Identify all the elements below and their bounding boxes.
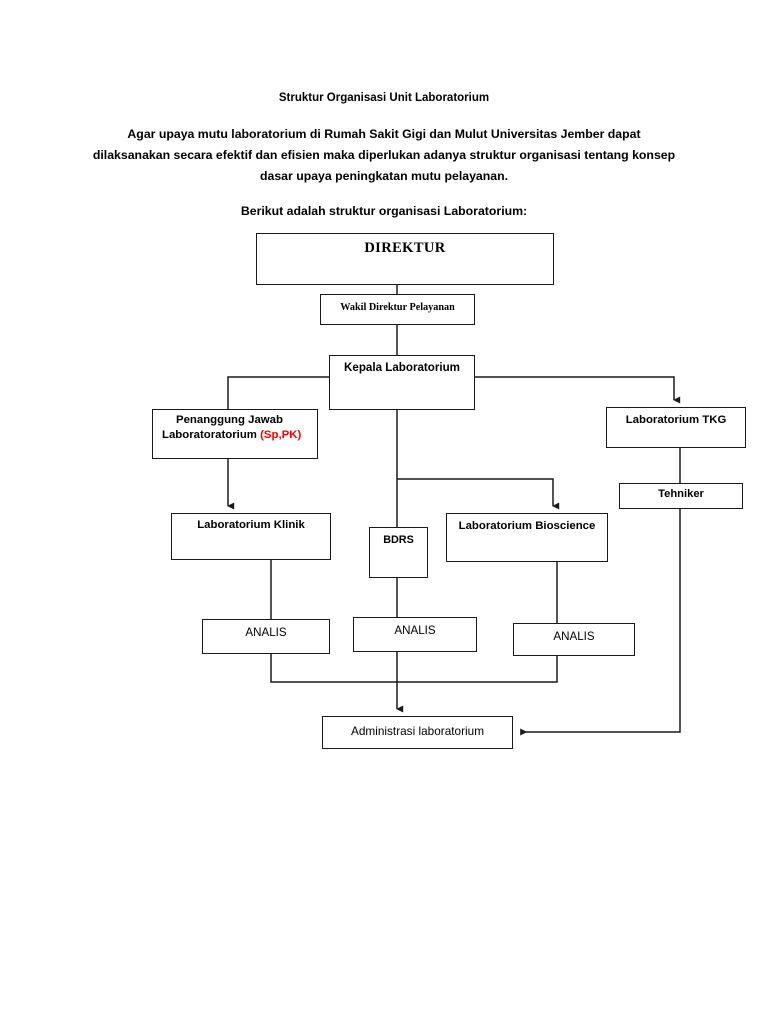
node-kepala-laboratorium-label: Kepala Laboratorium bbox=[344, 361, 460, 374]
node-penanggung-jawab-label-main: Laboratoratorium bbox=[162, 429, 257, 441]
node-administrasi-laboratorium[interactable]: Administrasi laboratorium bbox=[322, 716, 513, 749]
node-direktur-label: DIREKTUR bbox=[364, 240, 446, 256]
node-wakil-direktur-label: Wakil Direktur Pelayanan bbox=[340, 302, 455, 313]
node-tehniker-label: Tehniker bbox=[658, 488, 704, 500]
edge-kepala-penanggung bbox=[227, 376, 329, 409]
node-laboratorium-klinik-label: Laboratorium Klinik bbox=[197, 519, 305, 531]
edge-analis3-admin bbox=[397, 656, 558, 683]
node-penanggung-jawab-qualification: (Sp,PK) bbox=[260, 429, 302, 441]
node-tehniker[interactable]: Tehniker bbox=[619, 483, 743, 509]
edge-analis1-admin bbox=[270, 654, 397, 683]
node-penanggung-jawab-label-line1: Penanggung Jawab bbox=[176, 414, 283, 426]
node-laboratorium-klinik[interactable]: Laboratorium Klinik bbox=[171, 513, 331, 560]
node-bdrs-label: BDRS bbox=[383, 534, 414, 546]
node-administrasi-laboratorium-label: Administrasi laboratorium bbox=[350, 724, 485, 738]
intro-paragraph: Agar upaya mutu laboratorium di Rumah Sa… bbox=[92, 126, 676, 184]
node-analis-klinik[interactable]: ANALIS bbox=[202, 619, 330, 654]
node-analis-bdrs[interactable]: ANALIS bbox=[353, 617, 477, 652]
node-bdrs[interactable]: BDRS bbox=[369, 527, 428, 578]
node-kepala-laboratorium[interactable]: Kepala Laboratorium bbox=[329, 355, 475, 410]
document-header: Struktur Organisasi Unit Laboratorium Ag… bbox=[0, 0, 768, 219]
node-penanggung-jawab-label-line2: Laboratoratorium (Sp,PK) bbox=[153, 426, 317, 441]
node-analis-bioscience[interactable]: ANALIS bbox=[513, 623, 635, 656]
node-laboratorium-bioscience[interactable]: Laboratorium Bioscience bbox=[446, 513, 608, 562]
node-direktur[interactable]: DIREKTUR bbox=[256, 233, 554, 285]
node-analis-bioscience-label: ANALIS bbox=[553, 630, 595, 643]
node-penanggung-jawab[interactable]: Penanggung Jawab Laboratoratorium (Sp,PK… bbox=[152, 409, 318, 459]
edge-kepala-tkg bbox=[475, 376, 681, 404]
node-laboratorium-tkg-label: Laboratorium TKG bbox=[625, 414, 727, 426]
node-laboratorium-bioscience-label: Laboratorium Bioscience bbox=[458, 520, 596, 532]
node-laboratorium-tkg[interactable]: Laboratorium TKG bbox=[606, 407, 746, 448]
node-wakil-direktur-pelayanan[interactable]: Wakil Direktur Pelayanan bbox=[320, 294, 475, 325]
page-title: Struktur Organisasi Unit Laboratorium bbox=[278, 92, 490, 104]
lead-line: Berikut adalah struktur organisasi Labor… bbox=[240, 204, 528, 219]
node-analis-klinik-label: ANALIS bbox=[245, 626, 287, 639]
node-analis-bdrs-label: ANALIS bbox=[394, 624, 436, 637]
edge-kepala-bioscience bbox=[397, 478, 560, 510]
